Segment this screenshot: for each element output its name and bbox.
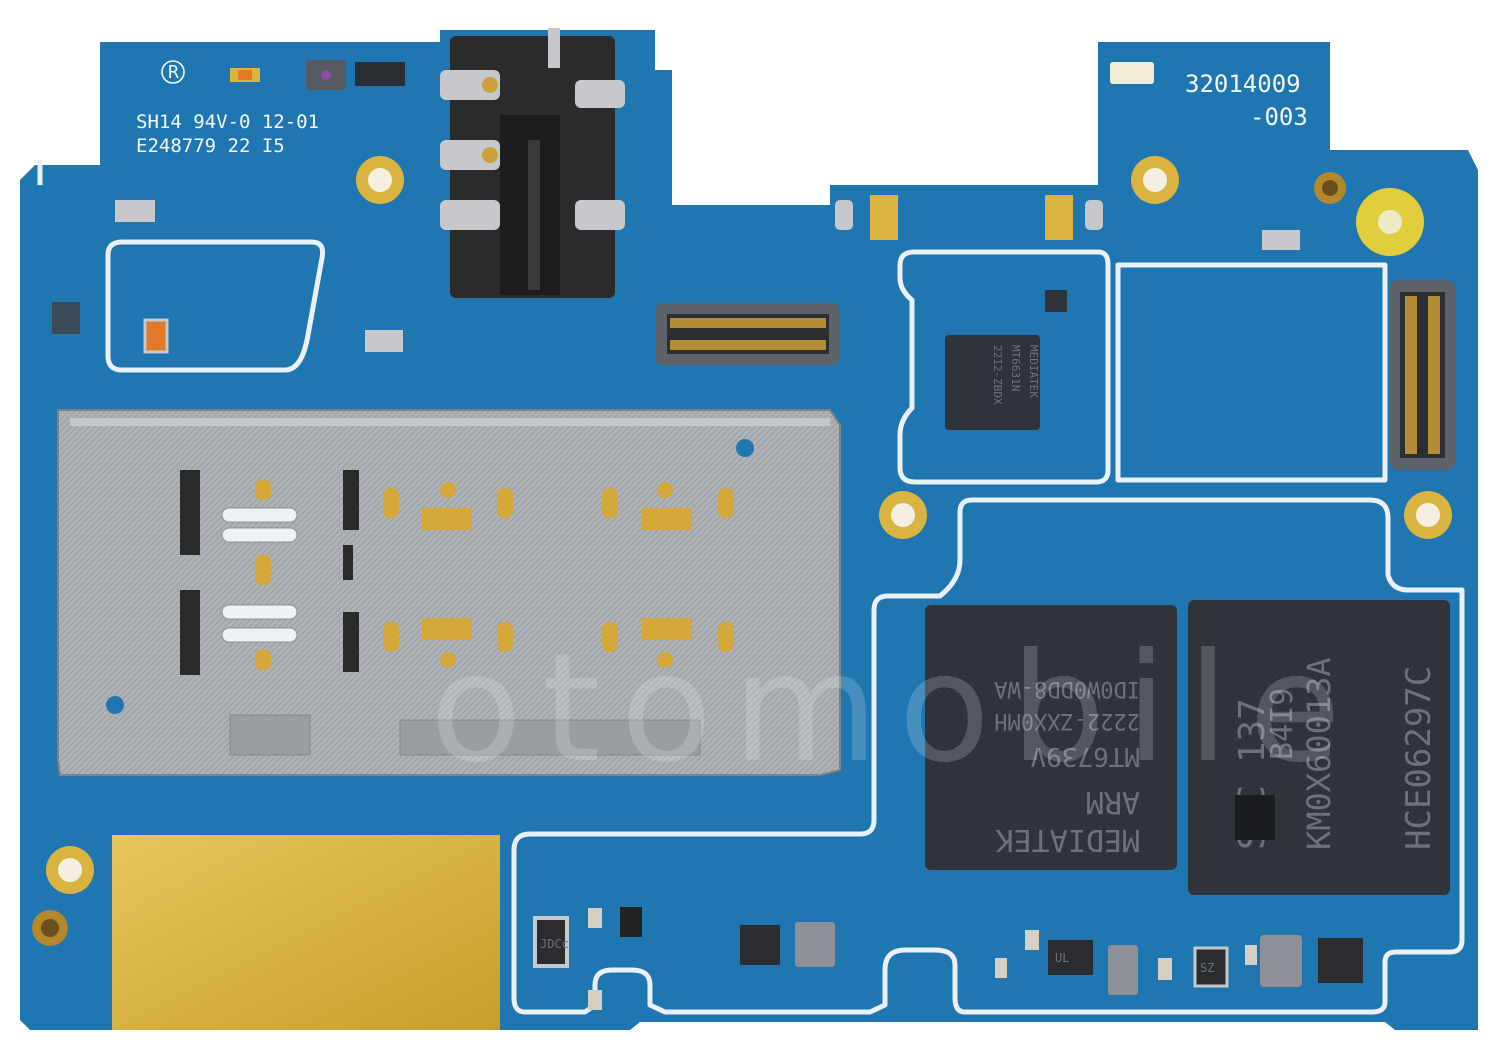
- rf-line1: MEDIATEK: [1027, 345, 1040, 398]
- sim-card-tray-shield: [57, 409, 841, 776]
- zone-outlines: [37, 160, 1465, 1015]
- diode1-label: JDCc: [540, 937, 569, 951]
- watermark: otomobile: [430, 622, 1361, 796]
- memory-chip: SEC 137 B4I9 KM0X60013A HCE06297C: [1188, 600, 1450, 895]
- ic3-label: SZ: [1200, 961, 1214, 975]
- gold-ground-pad: [112, 835, 500, 1030]
- silkscreen-text: R SH14 94V-0 12-01 E248779 22 I5 3201400…: [136, 60, 1308, 157]
- soc-chip: MEDIATEK ARM MT6739V 2222-ZXX0MH ID0W0DD…: [925, 605, 1177, 870]
- ribbon-connector-right: [1390, 280, 1455, 470]
- silk-line2: E248779 22 I5: [136, 135, 285, 157]
- soc-line1: MEDIATEK: [996, 822, 1141, 857]
- mounting-holes: [32, 156, 1452, 946]
- rf-line2: MT6631N: [1009, 345, 1022, 391]
- memory-line4: HCE06297C: [1399, 666, 1439, 850]
- part-number-2: -003: [1250, 103, 1308, 131]
- soc-line5: ID0W0DD8-WA: [994, 676, 1140, 701]
- memory-line3: KM0X60013A: [1300, 657, 1338, 850]
- passive-components: JDCc UL SZ: [533, 907, 1363, 1010]
- soc-line4: 2222-ZXX0MH: [994, 708, 1140, 733]
- top-components: [52, 60, 1300, 354]
- soc-line3: MT6739V: [1030, 741, 1140, 771]
- ribbon-connector-center: [655, 303, 840, 365]
- ic4-label: UL: [1055, 951, 1069, 965]
- soc-line2: ARM: [1086, 784, 1140, 819]
- audio-jack: [440, 28, 625, 298]
- ul-mark: R: [168, 62, 179, 83]
- rf-line3: 2212-ZBDX: [991, 345, 1004, 405]
- rf-chip: MEDIATEK MT6631N 2212-ZBDX: [945, 335, 1040, 430]
- part-number-1: 32014009: [1185, 70, 1301, 98]
- memory-line2: B4I9: [1265, 688, 1300, 760]
- silk-line1: SH14 94V-0 12-01: [136, 111, 319, 133]
